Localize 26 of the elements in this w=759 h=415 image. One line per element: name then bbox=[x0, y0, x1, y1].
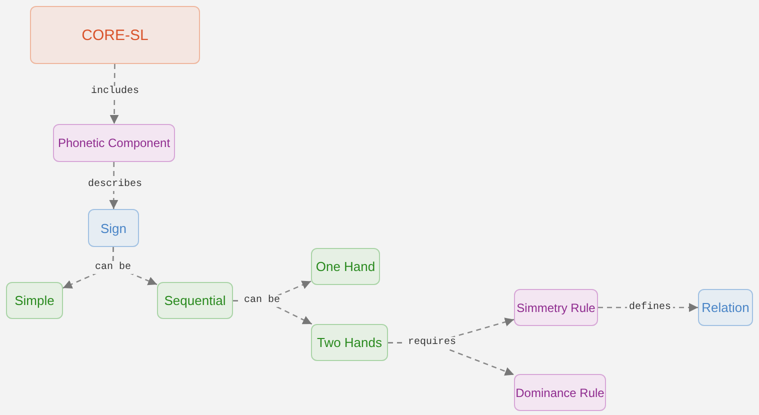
concept-box bbox=[30, 6, 200, 64]
concept-label: Relation bbox=[702, 300, 750, 315]
dashed-arrow bbox=[110, 64, 119, 124]
concept-label: Sign bbox=[100, 220, 127, 236]
concept-label: Two Hands bbox=[316, 335, 382, 350]
concept-box bbox=[53, 124, 175, 162]
concept-box bbox=[157, 282, 233, 319]
concept-box bbox=[514, 289, 598, 326]
edge-label: can be bbox=[93, 262, 133, 274]
concept-label: Phonetic Component bbox=[58, 136, 170, 150]
concept-box bbox=[698, 289, 753, 326]
concept-box bbox=[6, 282, 63, 319]
edge-label: includes bbox=[89, 86, 141, 98]
concept-box bbox=[514, 374, 606, 411]
edge-label: describes bbox=[86, 179, 144, 191]
concept-box bbox=[311, 324, 388, 361]
concept-label: Dominance Rule bbox=[516, 386, 604, 400]
concept-label: Simple bbox=[14, 293, 54, 308]
concept-box bbox=[88, 209, 139, 247]
concept-label: Simmetry Rule bbox=[516, 300, 596, 314]
concept-label: Sequential bbox=[164, 293, 226, 308]
concept-label: CORE-SL bbox=[82, 26, 148, 44]
edge-label: requires bbox=[406, 337, 458, 349]
concept-box bbox=[311, 248, 380, 285]
concept-label: One Hand bbox=[316, 259, 376, 274]
edge-label: can be bbox=[242, 295, 282, 307]
